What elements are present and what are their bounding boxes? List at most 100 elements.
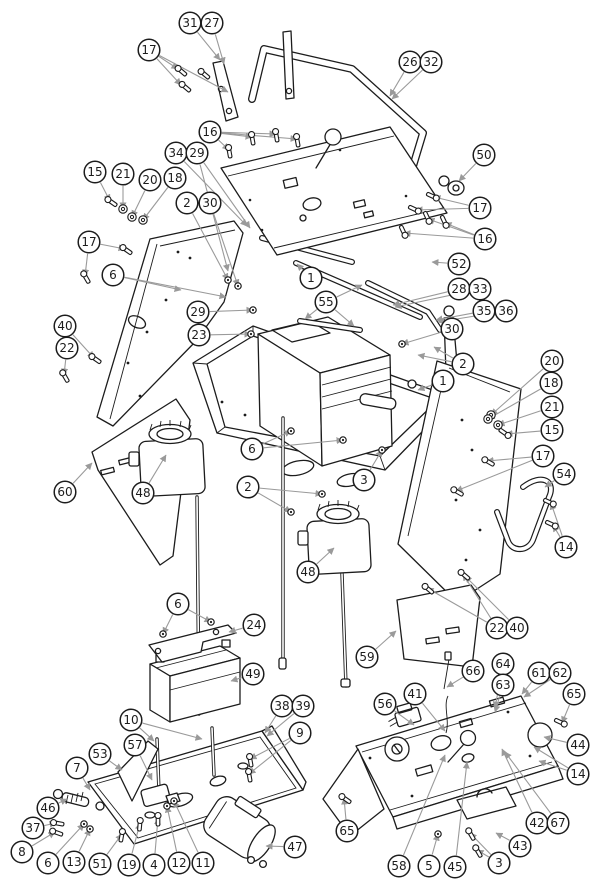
callout-number: 21 xyxy=(544,400,559,414)
callout-number: 6 xyxy=(248,442,256,456)
leader-line-14 xyxy=(533,746,569,769)
callout-48: 48 xyxy=(296,560,320,584)
callout-12: 12 xyxy=(167,851,191,875)
leader-line-24 xyxy=(228,626,243,634)
callout-number: 47 xyxy=(287,840,302,854)
leader-line-3 xyxy=(369,449,383,471)
leader-line-30 xyxy=(213,214,240,287)
callout-number: 2 xyxy=(183,196,191,210)
callout-17: 17 xyxy=(531,444,555,468)
callout-number: 39 xyxy=(295,699,310,713)
callout-number: 6 xyxy=(109,268,117,282)
callout-circle xyxy=(83,160,107,184)
callout-14: 14 xyxy=(566,762,590,786)
leader-line-65 xyxy=(561,704,570,724)
leader-line-62 xyxy=(523,679,551,698)
callout-number: 6 xyxy=(174,597,182,611)
leader-line-27 xyxy=(214,34,226,65)
callout-circle xyxy=(21,816,45,840)
callout-circle xyxy=(352,468,376,492)
callout-45: 45 xyxy=(443,855,467,879)
leader-line-18 xyxy=(487,388,542,420)
callout-number: 18 xyxy=(167,171,182,185)
callout-number: 29 xyxy=(189,146,204,160)
left-side-panel xyxy=(96,220,244,427)
callout-1: 1 xyxy=(431,369,455,393)
callout-1: 1 xyxy=(299,266,323,290)
callout-circle xyxy=(451,352,475,376)
leader-line-66 xyxy=(446,676,464,688)
callout-circle xyxy=(461,659,485,683)
callout-38: 38 xyxy=(270,694,294,718)
bolt-icon xyxy=(246,752,254,768)
bolt-icon xyxy=(49,827,64,837)
bolt-icon xyxy=(398,224,409,239)
callout-number: 1 xyxy=(439,374,447,388)
callout-number: 21 xyxy=(115,167,130,181)
callout-3: 3 xyxy=(487,851,511,875)
bolt-icon xyxy=(174,64,188,77)
bolt-icon xyxy=(465,827,476,841)
leader-line-28 xyxy=(392,291,448,307)
bolt-icon xyxy=(245,767,253,783)
callout-48: 48 xyxy=(131,481,155,505)
callout-number: 13 xyxy=(66,855,81,869)
leader-line-13 xyxy=(78,828,91,852)
callout-number: 24 xyxy=(246,618,261,632)
callout-circle xyxy=(62,850,86,874)
callout-number: 40 xyxy=(57,319,72,333)
leader-line-30 xyxy=(401,331,441,346)
leader-line-48 xyxy=(316,547,335,565)
leader-line-6 xyxy=(188,609,212,623)
callout-number: 17 xyxy=(141,43,156,57)
bolt-icon xyxy=(119,244,133,256)
callout-circle xyxy=(175,191,199,215)
leader-line-6 xyxy=(262,430,292,445)
leader-line-54 xyxy=(544,480,555,488)
callout-number: 2 xyxy=(244,480,252,494)
callout-circle xyxy=(236,475,260,499)
bolt-icon xyxy=(104,196,118,208)
bolt-icon xyxy=(421,582,435,595)
callout-number: 50 xyxy=(476,148,491,162)
callout-number: 17 xyxy=(81,235,96,249)
nut-icon xyxy=(378,446,386,454)
bolt-icon xyxy=(407,204,422,215)
callout-58: 58 xyxy=(387,854,411,878)
leader-line-9 xyxy=(248,739,292,775)
leader-line-43 xyxy=(495,832,510,841)
callout-number: 35 xyxy=(476,304,491,318)
callout-circle xyxy=(283,835,307,859)
leader-line-2 xyxy=(259,487,323,497)
leader-line-15 xyxy=(505,429,541,437)
nut-icon xyxy=(159,630,167,638)
callout-circle xyxy=(552,462,576,486)
callout-circle xyxy=(440,317,464,341)
callout-number: 27 xyxy=(204,16,219,30)
nut-icon xyxy=(434,830,442,838)
callout-14: 14 xyxy=(554,535,578,559)
callout-circle xyxy=(487,851,511,875)
bolt-icon xyxy=(154,811,162,827)
callout-number: 17 xyxy=(472,201,487,215)
callout-circle xyxy=(540,418,564,442)
callout-number: 44 xyxy=(570,738,585,752)
callout-number: 45 xyxy=(447,860,462,874)
leader-line-20 xyxy=(131,190,146,218)
callout-39: 39 xyxy=(291,694,315,718)
nut-icon xyxy=(249,306,257,314)
callout-21: 21 xyxy=(540,395,564,419)
tank-left xyxy=(128,420,206,716)
fasteners xyxy=(49,64,568,858)
leader-line-23 xyxy=(210,330,252,338)
callout-number: 2 xyxy=(459,357,467,371)
callout-number: 6 xyxy=(44,856,52,870)
rocker-switch xyxy=(388,702,422,728)
callout-63: 63 xyxy=(491,673,515,697)
callout-circle xyxy=(468,277,492,301)
tank-right xyxy=(297,500,372,688)
callout-number: 33 xyxy=(472,282,487,296)
leader-line-67 xyxy=(504,751,552,814)
